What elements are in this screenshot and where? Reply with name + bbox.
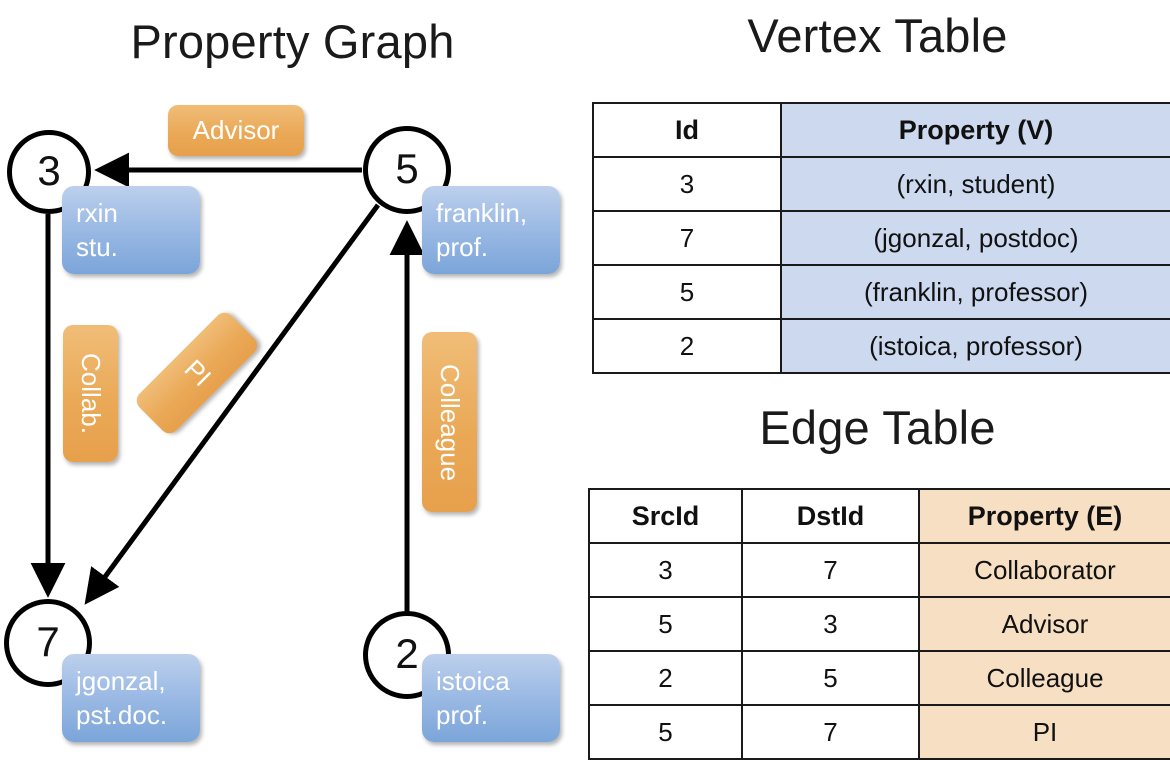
vertex-property-box-franklin: franklin, prof.: [422, 186, 560, 274]
edge-src-cell: 5: [588, 596, 743, 652]
vertex-id-cell: 5: [592, 264, 782, 320]
graph-node-7-label: 7: [36, 618, 60, 665]
vertex-property-line1: rxin: [76, 198, 118, 228]
property-graph-diagram: 3 5 7 2 rxin stu. franklin, prof. jgonza…: [4, 105, 560, 742]
edge-dst-cell: 7: [741, 704, 920, 760]
edge-src-cell: 3: [588, 542, 743, 598]
vertex-property-line2: prof.: [436, 232, 489, 263]
graph-node-2-label: 2: [395, 630, 419, 677]
vertex-property-cell: (franklin, professor): [780, 264, 1170, 320]
edge-src-cell: 5: [588, 704, 743, 760]
vertex-property-cell: (istoica, professor): [780, 318, 1170, 374]
table-row: 2 (istoica, professor): [592, 318, 1170, 374]
page-title-property-graph: Property Graph: [130, 15, 455, 68]
vertex-property-line2: stu.: [76, 232, 118, 263]
vertex-property-line1: istoica: [436, 666, 510, 696]
edge-label-advisor: Advisor: [192, 115, 280, 145]
vertex-property-line1: jgonzal,: [76, 666, 166, 696]
edge-property-cell: Colleague: [918, 650, 1170, 706]
edge-dst-cell: 3: [741, 596, 920, 652]
edge-dst-cell: 7: [741, 542, 920, 598]
vertex-id-cell: 7: [592, 210, 782, 266]
edge-src-cell: 2: [588, 650, 743, 706]
vertex-id-cell: 2: [592, 318, 782, 374]
edge-table-header-property: Property (E): [918, 488, 1170, 544]
table-row: 3 7 Collaborator: [588, 542, 1170, 598]
edge-property-cell: PI: [918, 704, 1170, 760]
table-row: 2 5 Colleague: [588, 650, 1170, 706]
vertex-property-box-jgonzal: jgonzal, pst.doc.: [62, 654, 200, 742]
page-title-vertex-table: Vertex Table: [747, 9, 1008, 62]
vertex-property-cell: (jgonzal, postdoc): [780, 210, 1170, 266]
edge-property-cell: Collaborator: [918, 542, 1170, 598]
graph-node-5-label: 5: [395, 145, 419, 192]
vertex-id-cell: 3: [592, 156, 782, 212]
vertex-table-header-id: Id: [592, 102, 782, 158]
graph-node-5[interactable]: 5: [363, 126, 451, 214]
edge-property-cell: Advisor: [918, 596, 1170, 652]
edge-label-pi: PI: [178, 353, 217, 392]
edge-label-collab: Collab.: [76, 353, 106, 434]
vertex-property-line1: franklin,: [436, 198, 528, 228]
table-row: 5 (franklin, professor): [592, 264, 1170, 320]
table-header-row: Id Property (V): [592, 102, 1170, 158]
graph-node-3-label: 3: [37, 147, 61, 194]
edge-dst-cell: 5: [741, 650, 920, 706]
table-header-row: SrcId DstId Property (E): [588, 488, 1170, 544]
graph-edge-arrows: [30, 152, 425, 612]
edge-label-box-colleague: Colleague: [422, 332, 477, 512]
vertex-property-line2: prof.: [436, 700, 489, 731]
table-row: 3 (rxin, student): [592, 156, 1170, 212]
edge-table: SrcId DstId Property (E) 3 7 Collaborato…: [588, 488, 1170, 760]
vertex-property-line2: pst.doc.: [76, 700, 168, 731]
edge-table-header-dstid: DstId: [741, 488, 920, 544]
vertex-property-box-rxin: rxin stu.: [62, 186, 200, 274]
vertex-property-cell: (rxin, student): [780, 156, 1170, 212]
edge-label-box-advisor: Advisor: [168, 105, 304, 156]
table-row: 7 (jgonzal, postdoc): [592, 210, 1170, 266]
vertex-table: Id Property (V) 3 (rxin, student) 7 (jgo…: [592, 102, 1170, 374]
table-row: 5 3 Advisor: [588, 596, 1170, 652]
table-row: 5 7 PI: [588, 704, 1170, 760]
edge-label-colleague: Colleague: [435, 363, 465, 481]
edge-label-box-collab: Collab.: [63, 325, 118, 462]
edge-arrow-pi: [84, 203, 381, 605]
edge-table-header-srcid: SrcId: [588, 488, 743, 544]
vertex-table-header-property: Property (V): [780, 102, 1170, 158]
page-title-edge-table: Edge Table: [759, 401, 996, 454]
vertex-property-box-istoica: istoica prof.: [422, 654, 560, 742]
